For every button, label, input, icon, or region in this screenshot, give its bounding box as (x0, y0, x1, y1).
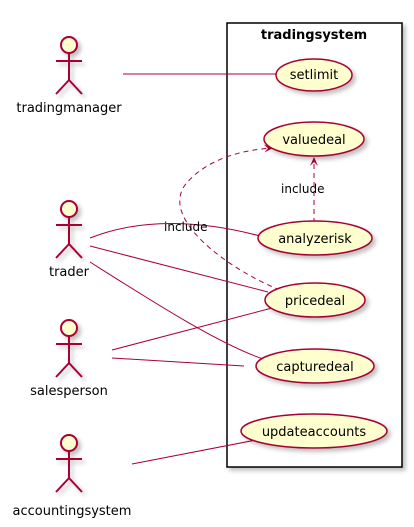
actor-salesperson[interactable]: salesperson (30, 319, 108, 399)
stick-figure-icon (55, 434, 83, 493)
usecase-label: valuedeal (282, 133, 345, 148)
actor-trader[interactable]: trader (49, 200, 90, 280)
stick-figure-icon (55, 36, 83, 95)
assoc-salesperson-capturedeal (111, 357, 245, 367)
usecase-label: pricedeal (285, 294, 345, 309)
usecase-label: capturedeal (276, 360, 354, 375)
assoc-salesperson-pricedeal (111, 307, 273, 351)
usecase-label: setlimit (290, 68, 338, 83)
include-relations (179, 144, 318, 291)
usecase-updateaccounts[interactable]: updateaccounts (240, 413, 388, 449)
actor-accountingsystem[interactable]: accountingsystem (13, 434, 132, 519)
assoc-trader-capturedeal (89, 261, 267, 361)
usecase-setlimit[interactable]: setlimit (275, 58, 353, 92)
actor-tradingmanager[interactable]: tradingmanager (16, 36, 122, 116)
actor-label: trader (49, 265, 90, 280)
usecase-label: updateaccounts (262, 425, 367, 440)
usecase-capturedeal[interactable]: capturedeal (255, 348, 375, 384)
stick-figure-icon (55, 319, 83, 378)
usecase-pricedeal[interactable]: pricedeal (264, 282, 366, 318)
include-pricedeal-valuedeal (179, 144, 281, 291)
assoc-trader-analyzerisk (89, 223, 261, 239)
usecase-valuedeal[interactable]: valuedeal (263, 121, 365, 157)
stick-figure-icon (55, 200, 83, 259)
usecase-label: analyzerisk (278, 232, 352, 247)
assoc-trader-pricedeal (89, 245, 269, 293)
actor-label: accountingsystem (13, 504, 132, 519)
associations (89, 73, 276, 465)
usecase-analyzerisk[interactable]: analyzerisk (257, 220, 373, 256)
actor-label: salesperson (30, 384, 108, 399)
assoc-accountingsystem-updateaccounts (131, 439, 257, 465)
include-label-1: include (281, 182, 324, 196)
include-label-2: include (164, 220, 207, 234)
actor-label: tradingmanager (16, 101, 122, 116)
system-title: tradingsystem (261, 28, 367, 43)
